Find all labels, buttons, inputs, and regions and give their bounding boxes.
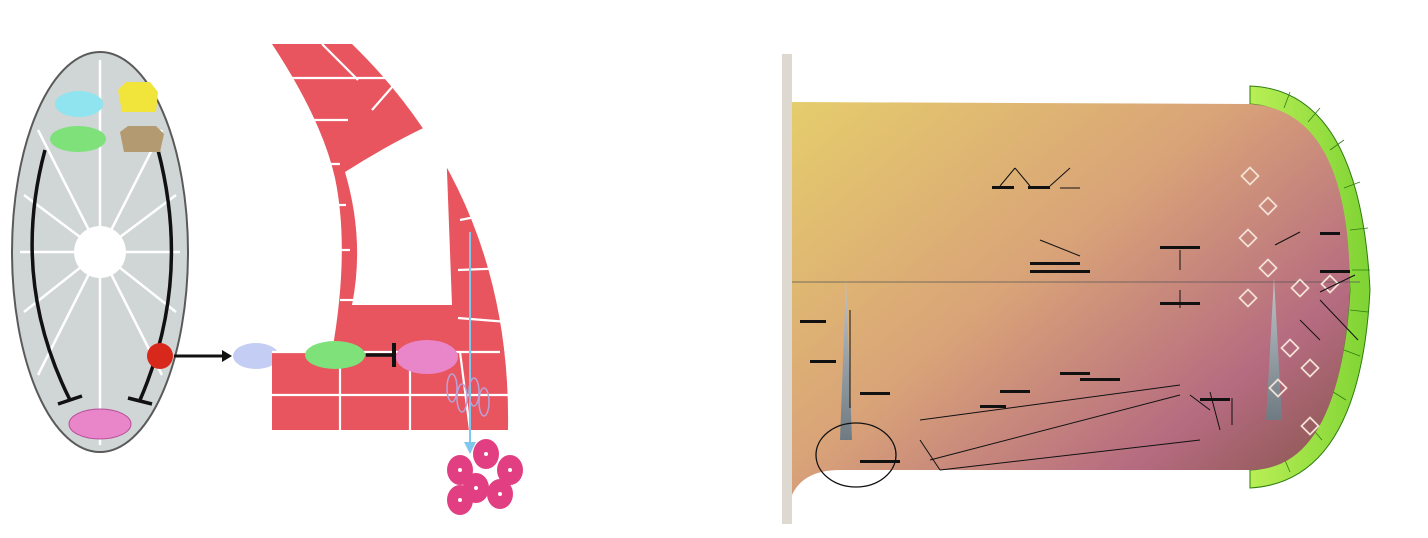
panel-a-diagram (0, 0, 560, 538)
target-node (396, 340, 458, 374)
signal-source-dot (147, 343, 173, 369)
oval-tag-brown (120, 126, 164, 152)
panel-a (0, 0, 560, 538)
ventral-factor-node (69, 409, 131, 439)
oval-tag-cyan (55, 91, 103, 117)
limb-bud-diagram (560, 0, 1428, 538)
oval-tag-yellow (118, 82, 158, 112)
panel-b (560, 0, 1428, 538)
oval-tag-green (50, 126, 106, 152)
neural-tube-lumen (74, 226, 126, 278)
limb-bud-body[interactable] (782, 54, 1350, 524)
inhibitor-node (305, 341, 365, 369)
muscle-cell-cluster (447, 439, 523, 515)
body-wall (782, 54, 792, 524)
